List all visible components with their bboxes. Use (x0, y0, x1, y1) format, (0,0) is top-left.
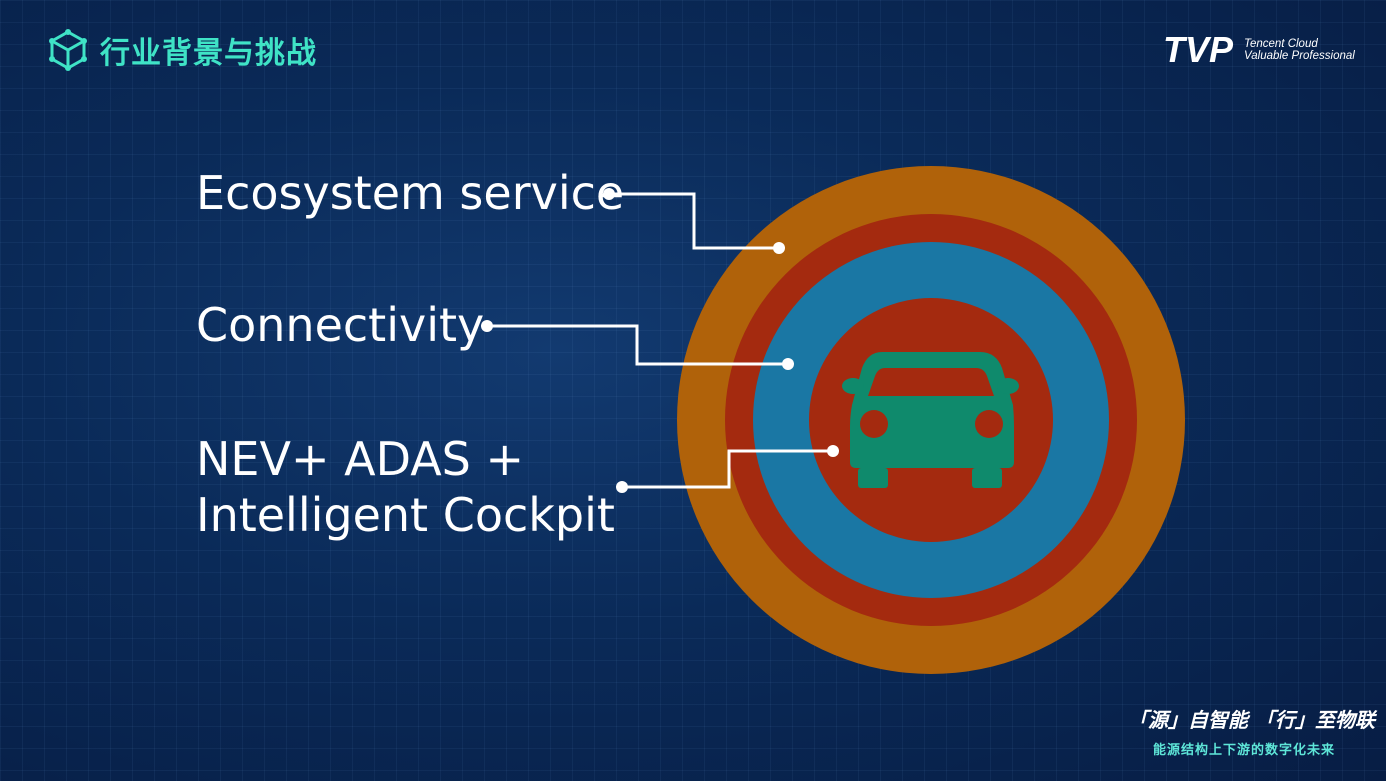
cube-icon (49, 29, 87, 71)
connector-core (622, 449, 833, 489)
connector-ecosystem (609, 192, 779, 250)
footer-slogan: 「源」自智能 「行」至物联 (1128, 708, 1375, 732)
brand-line-1: Tencent Cloud (1244, 38, 1318, 50)
brand-line-2: Valuable Professional (1244, 50, 1355, 62)
label-intelligent-cockpit: Intelligent Cockpit (196, 488, 615, 542)
label-connectivity: Connectivity (196, 298, 485, 352)
tvp-logo: TVP (1163, 30, 1234, 68)
connector-connectivity (487, 324, 788, 366)
label-nev-adas: NEV+ ADAS + (196, 432, 525, 486)
label-ecosystem-service: Ecosystem service (196, 166, 625, 220)
tvp-logo-text: TVP (1163, 30, 1234, 68)
footer-subtitle: 能源结构上下游的数字化未来 (1153, 743, 1336, 758)
page-title: 行业背景与挑战 (100, 36, 317, 71)
